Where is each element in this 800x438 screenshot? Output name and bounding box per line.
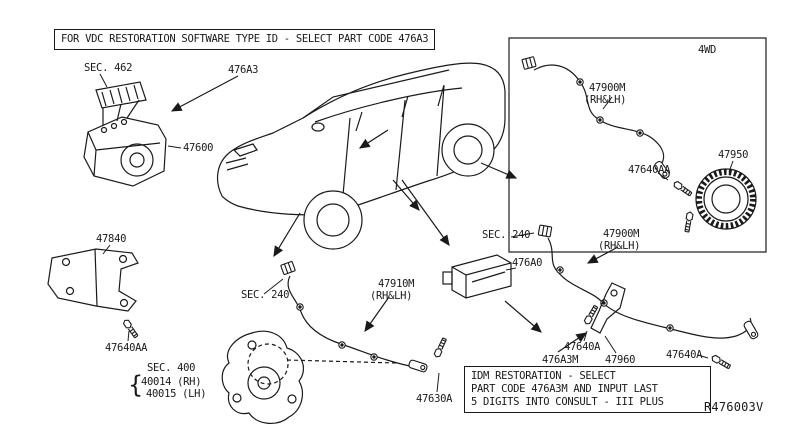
front-sensor-cable-drawing — [280, 260, 429, 374]
harness-clip-icon — [636, 129, 644, 137]
label-476a3: 476A3 — [228, 64, 259, 76]
label-47640aa-4wd: 47640AA — [628, 164, 671, 176]
harness-clip-icon — [370, 353, 378, 361]
harness-clip-icon — [576, 78, 584, 86]
sensor-ring-drawing — [695, 168, 757, 230]
diagram-ref: R476003V — [704, 400, 764, 414]
label-47600: 47600 — [183, 142, 214, 154]
label-sec-240-front: SEC. 240 — [241, 289, 290, 301]
vehicle-outline-drawing — [216, 62, 506, 250]
harness-clip-icon — [556, 266, 564, 274]
rear-sensor-4wd-drawing — [521, 56, 672, 181]
sensor-tip-icon — [407, 358, 429, 374]
sensor-bracket-drawing — [590, 282, 626, 334]
bolt-icon — [710, 353, 732, 371]
bolt-icon — [683, 210, 694, 233]
label-4wd: 4WD — [698, 44, 717, 56]
footer-note-line2: PART CODE 476A3M AND INPUT LAST — [471, 383, 658, 395]
footer-note-line1: IDM RESTORATION - SELECT — [471, 370, 616, 382]
bracket-drawing — [47, 248, 139, 312]
label-sec-400: SEC. 400 — [147, 362, 196, 374]
bolt-icon — [121, 318, 140, 340]
label-47910m: 47910M — [378, 278, 415, 290]
label-47900m-4wd: 47900M — [589, 82, 626, 94]
harness-clip-icon — [596, 116, 604, 124]
leader-lines — [99, 73, 734, 393]
label-47640a-left: 47640A — [564, 341, 601, 353]
bolt-icon — [672, 179, 694, 198]
header-note-box: FOR VDC RESTORATION SOFTWARE TYPE ID - S… — [54, 29, 436, 50]
label-47900m-rear-sub: (RH&LH) — [598, 240, 641, 252]
header-note: FOR VDC RESTORATION SOFTWARE TYPE ID - S… — [61, 33, 429, 45]
label-47960: 47960 — [605, 354, 636, 366]
harness-clip-icon — [296, 303, 304, 311]
sensor-tip-icon — [742, 319, 760, 341]
label-47640a-right: 47640A — [666, 349, 703, 361]
label-47840: 47840 — [96, 233, 127, 245]
4wd-inset-box — [508, 37, 767, 253]
pointer-arrows — [170, 75, 619, 353]
rear-sensor-cable-drawing — [537, 224, 760, 341]
connector-icon — [521, 56, 537, 70]
label-sec-462: SEC. 462 — [84, 62, 133, 74]
label-sec-240-right: SEC. 240 — [482, 229, 531, 241]
bolt-icon — [432, 336, 448, 359]
bolt-icon — [582, 304, 600, 326]
label-47630a: 47630A — [416, 393, 453, 405]
abs-actuator-drawing — [83, 81, 167, 187]
knuckle-drawing — [221, 330, 397, 424]
footer-note-box: IDM RESTORATION - SELECT PART CODE 476A3… — [464, 366, 711, 413]
harness-clip-icon — [666, 324, 674, 332]
footer-note-line3: 5 DIGITS INTO CONSULT - III PLUS — [471, 396, 664, 408]
connector-icon — [537, 224, 553, 238]
label-47900m-rear: 47900M — [603, 228, 640, 240]
label-47640aa-left: 47640AA — [105, 342, 148, 354]
label-47950: 47950 — [718, 149, 749, 161]
label-47900m-4wd-sub: (RH&LH) — [584, 94, 627, 106]
harness-clip-icon — [338, 341, 346, 349]
label-40015-lh: 40015 (LH) — [146, 388, 207, 400]
label-47910m-sub: (RH&LH) — [370, 290, 413, 302]
label-40014-rh: 40014 (RH) — [141, 376, 202, 388]
label-476a0: 476A0 — [512, 257, 543, 269]
label-476a3m: 476A3M — [542, 354, 579, 366]
control-module-drawing — [442, 254, 512, 299]
sec-400-brace: { — [128, 371, 144, 399]
connector-icon — [280, 260, 296, 276]
